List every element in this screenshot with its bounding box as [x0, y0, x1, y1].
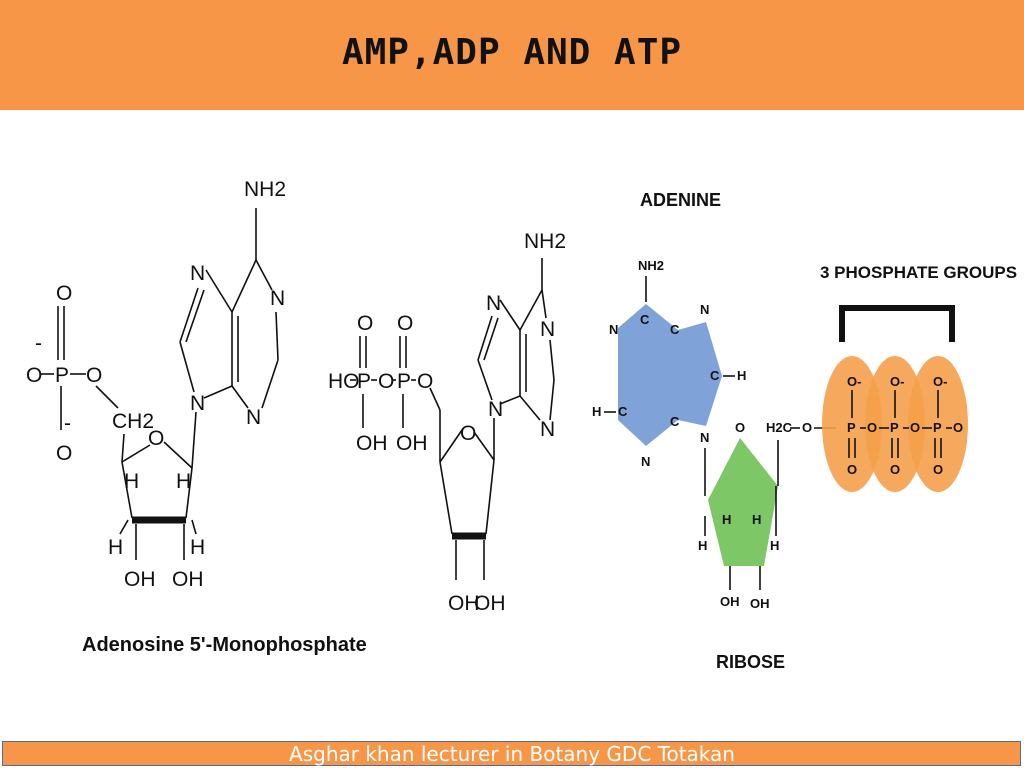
atp-c8: C [710, 368, 720, 383]
amp-oh1: OH [124, 568, 156, 591]
adp-n7: N [486, 292, 501, 315]
atp-h8: H [737, 368, 746, 383]
adp-structure: O O HO P O P O OH OH O OH OH N N N [328, 230, 566, 615]
amp-o-bottom: O [56, 442, 72, 465]
atp-rib-h1: H [722, 512, 731, 527]
adp-n9: N [488, 398, 503, 421]
adp-oh-3: OH [448, 592, 480, 615]
atp-rib-h4: H [770, 538, 779, 553]
amp-n1: N [270, 287, 285, 310]
atp-n1: N [609, 322, 618, 337]
amp-n3: N [246, 406, 261, 429]
atp-bridge-o1: O [867, 420, 877, 435]
amp-o-left: O [26, 364, 42, 387]
amp-n7: N [190, 262, 205, 285]
atp-c6: C [640, 312, 650, 327]
atp-n7: N [700, 302, 709, 317]
atp-c2: C [618, 404, 628, 419]
adp-p2: P [397, 370, 411, 393]
adp-o-bridge: O [378, 370, 394, 393]
adp-oh-4: OH [474, 592, 506, 615]
adenine-five-ring [678, 322, 722, 426]
atp-p1-o-top: O- [847, 374, 861, 389]
amp-n9: N [190, 392, 205, 415]
atp-n9: N [700, 430, 709, 445]
atp-rib-h3: H [698, 538, 707, 553]
amp-h4: H [190, 536, 205, 559]
adp-oh-2: OH [396, 432, 428, 455]
adp-n3: N [540, 418, 555, 441]
amp-h3: H [108, 536, 123, 559]
amp-ring-o: O [148, 427, 164, 450]
atp-h2c: H2C [766, 420, 793, 435]
atp-rib-oh2: OH [750, 596, 770, 611]
atp-c4: C [670, 414, 680, 429]
atp-n3: N [641, 454, 650, 469]
atp-terminal-o: O [953, 420, 963, 435]
adenine-six-ring [618, 304, 678, 446]
ribose-ring [708, 438, 778, 566]
amp-minus-left: - [35, 332, 42, 355]
amp-structure: O - O P O - O CH2 O H H H H OH OH N N [26, 178, 286, 591]
footer-credit: Asghar khan lecturer in Botany GDC Totak… [289, 742, 735, 766]
atp-rib-oh1: OH [720, 594, 740, 609]
adp-p1: P [357, 370, 371, 393]
slide-title: AMP,ADP AND ATP [341, 32, 683, 73]
adp-o-ester: O [417, 370, 433, 393]
atp-p2-o-top: O- [890, 374, 904, 389]
atp-nh2: NH2 [638, 258, 664, 273]
amp-caption: Adenosine 5'-Monophosphate [82, 634, 367, 656]
amp-o-right: O [86, 364, 102, 387]
atp-p3: P [933, 420, 942, 435]
adp-n1: N [540, 318, 555, 341]
atp-structure: ADENINE NH2 C N C N C H C H C N N O H H … [592, 190, 1017, 672]
adp-ho: HO [328, 370, 360, 393]
atp-p3-o-top: O- [933, 374, 947, 389]
amp-minus-bottom: - [64, 412, 71, 435]
amp-p: P [55, 364, 69, 387]
amp-oh2: OH [172, 568, 204, 591]
atp-p2-o-bottom: O [890, 462, 900, 477]
amp-phosphate-o-top: O [56, 282, 72, 305]
amp-ch2: CH2 [112, 410, 154, 433]
phosphate-beta [865, 356, 925, 492]
adp-o-top-2: O [397, 312, 413, 335]
footer-bar [2, 741, 1021, 766]
atp-ester-o: O [802, 420, 812, 435]
adp-nh2: NH2 [524, 230, 566, 253]
atp-bridge-o2: O [910, 420, 920, 435]
atp-c5: C [670, 322, 680, 337]
atp-rib-h2: H [752, 512, 761, 527]
atp-p1-o-bottom: O [847, 462, 857, 477]
atp-h2: H [592, 404, 601, 419]
atp-p3-o-bottom: O [933, 462, 943, 477]
atp-phosphate-label: 3 PHOSPHATE GROUPS [820, 263, 1017, 282]
atp-ribose-o: O [735, 420, 745, 435]
phosphate-alpha [822, 356, 882, 492]
adp-o-top-1: O [357, 312, 373, 335]
atp-p1: P [847, 420, 856, 435]
adp-ring-o: O [460, 422, 476, 445]
atp-ribose-label: RIBOSE [716, 652, 785, 672]
atp-adenine-label: ADENINE [640, 190, 721, 210]
amp-h1: H [124, 470, 139, 493]
atp-p2: P [890, 420, 899, 435]
phosphate-bracket [839, 305, 955, 342]
adp-oh-1: OH [356, 432, 388, 455]
phosphate-gamma [908, 356, 968, 492]
amp-nh2: NH2 [244, 178, 286, 201]
title-bar [0, 0, 1024, 110]
amp-h2: H [176, 470, 191, 493]
